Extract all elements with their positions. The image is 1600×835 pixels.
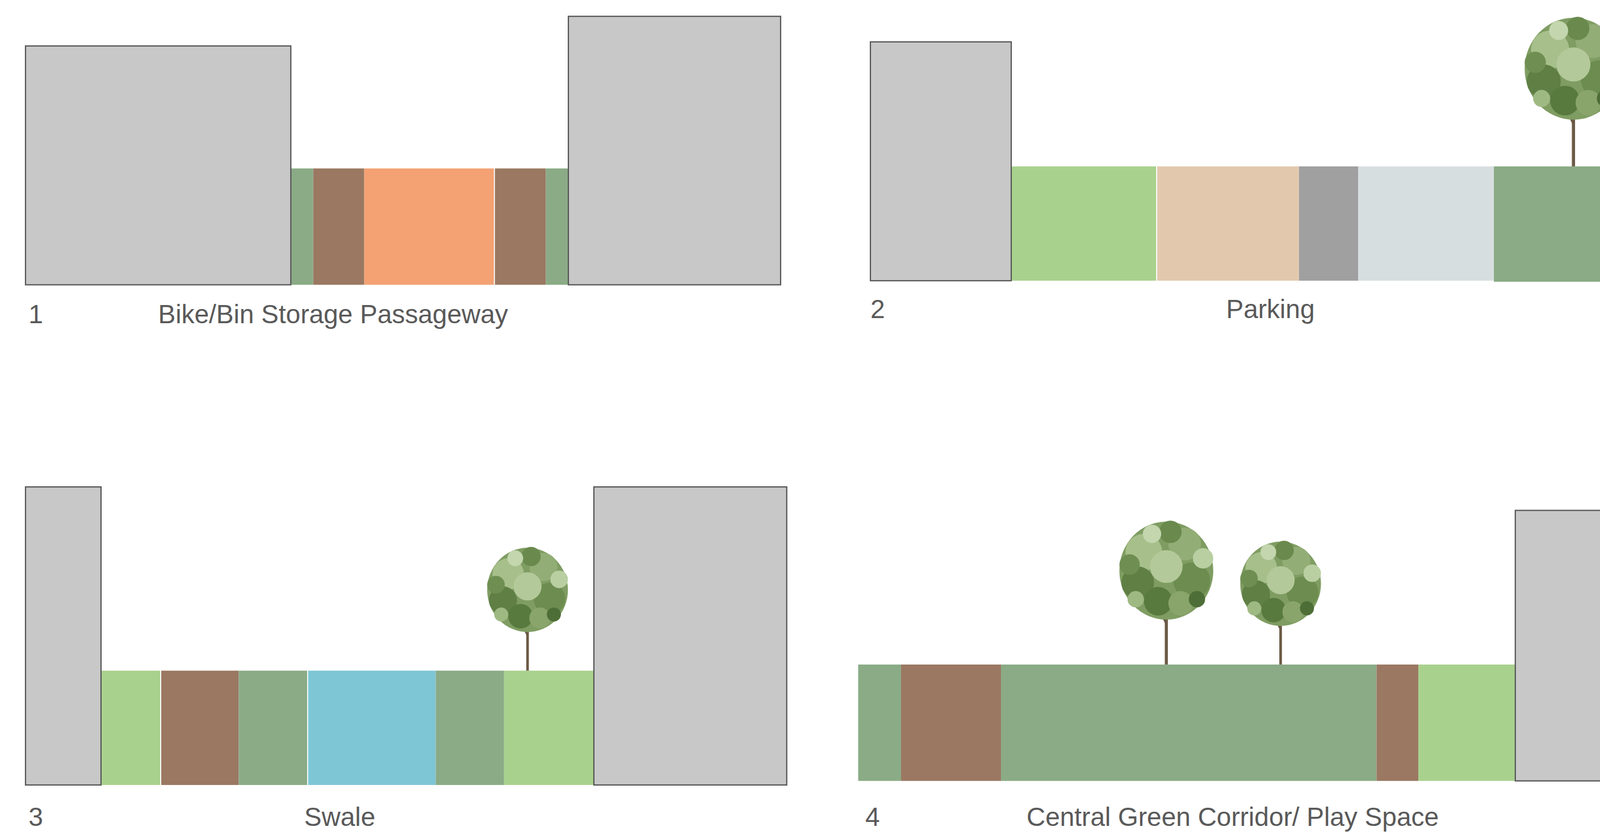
section-4 <box>857 510 1600 781</box>
storage-strip <box>495 168 547 286</box>
callout-number: 4 <box>865 802 881 832</box>
section-3 <box>25 486 787 785</box>
tree <box>1524 16 1600 167</box>
planting-strip <box>290 168 314 286</box>
green-corridor-strip <box>1000 664 1377 781</box>
lawn-strip <box>1418 664 1516 781</box>
tree <box>1119 520 1214 665</box>
planting-strip <box>545 168 569 286</box>
lawn-strip <box>504 670 594 785</box>
storage-strip <box>313 168 365 286</box>
planting-strip <box>857 664 901 781</box>
section-title: Parking <box>1226 294 1315 324</box>
section-2 <box>870 16 1600 282</box>
section-title: Bike/Bin Storage Passageway <box>158 299 509 329</box>
callout-number: 3 <box>28 802 44 832</box>
planting-strip <box>239 670 308 785</box>
building-block <box>593 486 787 785</box>
lawn-strip <box>1011 166 1156 281</box>
path-strip <box>1376 664 1419 781</box>
passageway-strip <box>364 168 494 286</box>
path-strip <box>161 670 240 785</box>
section-1 <box>25 16 781 286</box>
lawn-strip <box>101 670 161 785</box>
parking-strip <box>1358 166 1494 281</box>
path-strip <box>901 664 1001 781</box>
tree <box>1240 540 1321 665</box>
building-block <box>1515 510 1600 781</box>
building-block <box>25 486 102 785</box>
kerb-strip <box>1299 166 1359 281</box>
section-title: Swale <box>304 802 376 832</box>
building-block <box>25 45 291 286</box>
planting-strip <box>1493 166 1600 282</box>
callout-number: 1 <box>28 299 44 329</box>
planting-strip <box>435 670 504 785</box>
building-block <box>568 16 781 286</box>
section-title: Central Green Corridor/ Play Space <box>1026 802 1439 832</box>
callout-number: 2 <box>870 294 886 324</box>
tree <box>487 546 568 671</box>
building-block <box>870 42 1012 282</box>
swale-strip <box>308 670 437 785</box>
path-strip <box>1157 166 1300 281</box>
